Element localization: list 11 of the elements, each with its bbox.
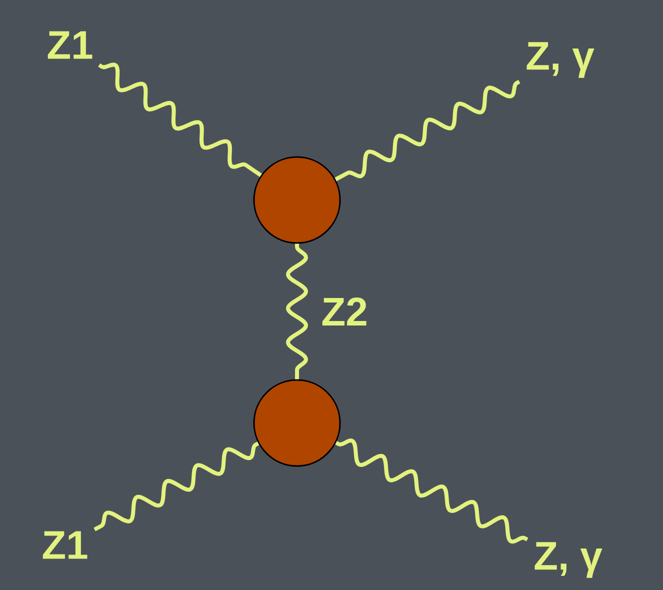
particle-label: Z1 [48,31,92,59]
vertex-circle [253,379,341,467]
edge-label: Z2 [319,296,370,328]
wavy-line [94,442,260,532]
particle-label: Z, γ [526,42,594,78]
wavy-line [335,438,528,544]
wavy-line [286,244,308,380]
particle-label: Z, γ [534,542,602,578]
wavy-line [334,80,520,182]
vertex-circle [253,156,341,244]
particle-label: Z1 [42,531,88,559]
